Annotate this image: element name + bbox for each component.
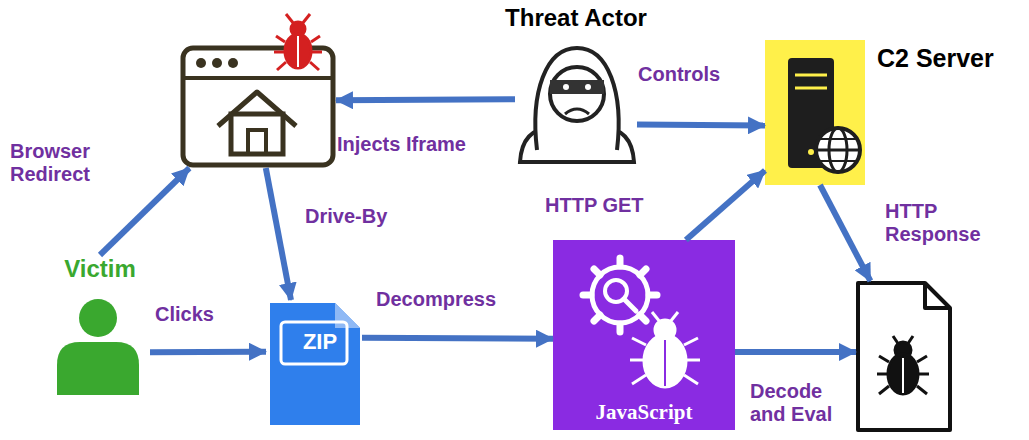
flow-arrow (362, 338, 553, 339)
edge-label: Controls (638, 63, 758, 86)
victim-icon (57, 299, 139, 395)
node-label: Threat Actor (505, 4, 647, 32)
server-icon (765, 40, 865, 185)
node-label: ZIP (303, 329, 337, 354)
javascript-icon (553, 240, 735, 430)
node-label: JavaScript (596, 400, 693, 424)
c2-server: C2 Server (765, 40, 865, 185)
edge-label: Injects Iframe (337, 133, 507, 156)
red-bug (274, 14, 322, 70)
flow-arrow (266, 168, 291, 300)
javascript-box: JavaScript (553, 240, 735, 430)
flow-arrow (336, 99, 515, 100)
edge-label: Drive-By (305, 205, 415, 228)
browser-icon (183, 48, 333, 165)
flow-arrow (637, 124, 765, 125)
flow-arrow (820, 185, 870, 281)
flow-arrow (100, 168, 189, 255)
zip-file: ZIP (266, 300, 362, 426)
edge-label: HTTP GET (545, 194, 685, 217)
victim: Victim (50, 255, 150, 400)
edge-label: Browser Redirect (10, 140, 110, 186)
threat-actor: Threat Actor (515, 44, 637, 164)
edge-label: Decode and Eval (750, 380, 840, 426)
zip-file-icon (270, 303, 360, 425)
edge-label: HTTP Response (885, 200, 1000, 246)
flow-arrow (686, 171, 765, 241)
flow-arrow (150, 349, 266, 355)
hacker-icon (520, 48, 634, 162)
browser-window (180, 45, 336, 168)
document-icon (858, 283, 950, 430)
edge-label: Decompress (376, 288, 526, 311)
flow-arrow (735, 349, 856, 355)
edge-label: Clicks (155, 303, 245, 326)
malicious-document (856, 281, 952, 432)
node-label: C2 Server (877, 44, 994, 73)
node-label: Victim (64, 255, 136, 283)
